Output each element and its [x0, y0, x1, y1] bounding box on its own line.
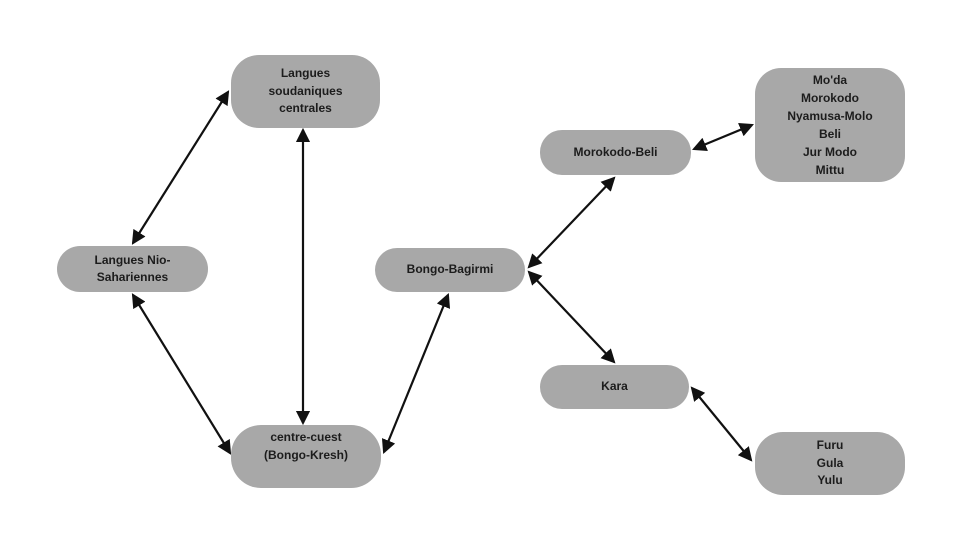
edge-nio-to-soudaniques — [131, 90, 230, 245]
node-langues-nio-sahariennes: Langues Nio- Sahariennes — [57, 246, 208, 292]
node-label: Bongo-Bagirmi — [406, 262, 494, 277]
node-morokodo-beli: Morokodo-Beli — [540, 130, 691, 175]
node-label: Kara — [601, 379, 628, 394]
edge-centrecuest-to-bongo — [381, 293, 451, 454]
node-bongo-bagirmi: Bongo-Bagirmi — [375, 248, 525, 292]
node-kara: Kara — [540, 365, 689, 409]
node-centre-cuest-bongo-kresh: centre-cuest (Bongo-Kresh) — [231, 425, 381, 488]
node-label: centre-cuest (Bongo-Kresh) — [264, 430, 348, 462]
node-furu-group: Furu Gula Yulu — [755, 432, 905, 495]
node-moda-group: Mo'da Morokodo Nyamusa-Molo Beli Jur Mod… — [755, 68, 905, 182]
node-label: Langues Nio- Sahariennes — [94, 252, 171, 284]
node-langues-soudaniques-centrales: Langues soudaniques centrales — [231, 55, 380, 128]
edge-bongo-to-morokodobeli — [527, 176, 616, 269]
edge-kara-to-furu — [690, 386, 753, 462]
node-label: Morokodo-Beli — [573, 144, 658, 159]
node-label: Langues soudaniques centrales — [268, 66, 343, 116]
node-label: Mo'da Morokodo Nyamusa-Molo Beli Jur Mod… — [787, 73, 873, 177]
node-label: Furu Gula Yulu — [816, 438, 844, 488]
edge-morokodobeli-to-moda — [692, 123, 754, 151]
edge-bongo-to-kara — [527, 270, 616, 364]
edge-nio-to-centrecuest — [131, 293, 232, 455]
